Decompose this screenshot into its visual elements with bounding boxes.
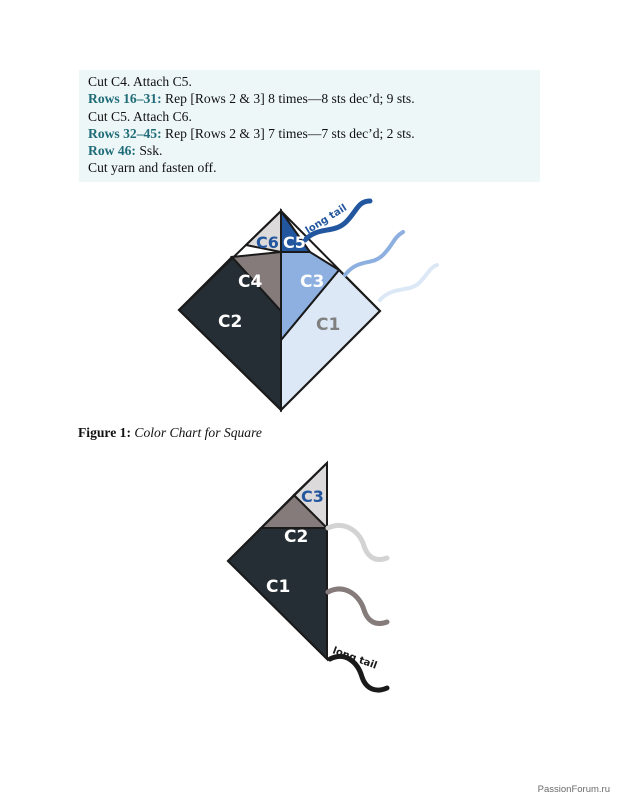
- triangle-outline: [226, 460, 328, 662]
- watermark: PassionForum.ru: [537, 784, 610, 795]
- instruction-line-1: Cut C4. Attach C5.: [88, 74, 192, 89]
- label-c6: C6: [256, 233, 279, 252]
- region-c2: [177, 255, 282, 413]
- label-c3: C3: [300, 272, 324, 292]
- label-c1: C1: [266, 577, 290, 597]
- instruction-line-2: Rows 16–31: Rep [Rows 2 & 3] 8 times—8 s…: [88, 90, 540, 107]
- yarn-tail-c3: [325, 522, 390, 562]
- region-c2: [258, 493, 330, 529]
- row-label: Rows 16–31:: [88, 91, 162, 107]
- instruction-line-3: Cut C5. Attach C6.: [88, 108, 192, 124]
- region-c4: [229, 250, 282, 314]
- long-tail-label: long tail: [304, 203, 349, 237]
- row-label: Rows 32–45:: [88, 125, 162, 141]
- region-c3: [292, 460, 328, 531]
- yarn-tail-c2: [325, 586, 390, 626]
- label-c4: C4: [238, 272, 262, 292]
- label-c3: C3: [301, 487, 324, 506]
- row-text: Rep [Rows 2 & 3] 7 times—7 sts dec’d; 2 …: [161, 125, 415, 141]
- row-text: Ssk.: [135, 143, 163, 159]
- yarn-tail-c1: [327, 653, 390, 693]
- yarn-tail-c1: [378, 263, 439, 302]
- instructions-box: Cut C4. Attach C5. Rows 16–31: Rep [Rows…: [79, 70, 540, 182]
- row-text: Rep [Rows 2 & 3] 8 times—8 sts dec’d; 9 …: [161, 91, 415, 107]
- yarn-tail-c3: [343, 230, 405, 277]
- yarn-tail-c5: [302, 198, 373, 243]
- long-tail-label: long tail: [331, 645, 378, 671]
- figure-caption-label: Figure 1:: [78, 425, 131, 440]
- row-label: Row 46:: [88, 143, 136, 159]
- region-c3: [280, 251, 341, 343]
- region-c5: [280, 207, 312, 253]
- region-c1: [280, 268, 382, 413]
- instruction-line-4: Rows 32–45: Rep [Rows 2 & 3] 7 times—7 s…: [88, 125, 540, 142]
- label-c5: C5: [283, 233, 306, 252]
- square-outline: [177, 209, 382, 412]
- figure-caption-title: Color Chart for Square: [134, 425, 262, 440]
- label-c2: C2: [284, 527, 308, 547]
- region-c6: [243, 208, 282, 254]
- instruction-line-6: Cut yarn and fasten off.: [88, 160, 217, 176]
- instruction-line-5: Row 46: Ssk.: [88, 142, 540, 159]
- label-c1: C1: [316, 315, 340, 335]
- figure-1-caption: Figure 1: Color Chart for Square: [78, 425, 262, 441]
- label-c2: C2: [218, 312, 242, 332]
- region-c1: [226, 527, 328, 662]
